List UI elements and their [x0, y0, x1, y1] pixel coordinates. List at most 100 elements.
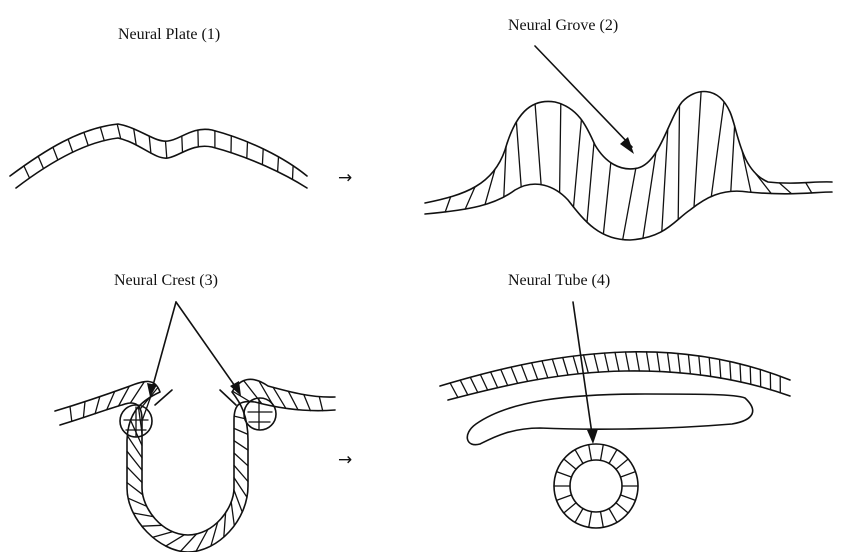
cell-divider	[740, 364, 741, 382]
cell-divider	[601, 512, 604, 528]
cell-divider	[234, 465, 248, 481]
cell-divider	[238, 404, 240, 405]
ectoderm-cells	[450, 352, 780, 398]
cell-divider	[84, 132, 88, 145]
cell-divider	[288, 391, 298, 410]
cell-divider	[678, 106, 679, 220]
cell-divider	[470, 377, 477, 392]
cell-divider	[615, 352, 619, 371]
cell-divider	[278, 157, 279, 172]
cell-divider	[709, 358, 711, 377]
cell-divider	[657, 352, 660, 371]
cell-divider	[117, 124, 121, 139]
neural-tube-pointer-line	[573, 302, 592, 434]
cell-divider	[731, 126, 735, 191]
neural-grove-cells	[445, 92, 812, 240]
cell-divider	[756, 174, 772, 194]
cell-divider	[779, 183, 791, 194]
cell-divider	[95, 397, 100, 414]
cell-divider	[445, 197, 450, 212]
cell-divider	[83, 402, 85, 418]
cell-divider	[127, 483, 143, 495]
cell-divider	[153, 532, 173, 538]
cell-divider	[319, 397, 322, 411]
neural-crest-mark-left	[155, 390, 172, 405]
ectoderm-lower-edge	[448, 371, 790, 400]
neural-crest-pointer-left	[152, 302, 176, 389]
cell-divider	[224, 513, 226, 537]
cell-divider	[511, 367, 517, 383]
cell-divider	[609, 509, 617, 523]
cell-divider	[601, 445, 604, 461]
cell-divider	[678, 354, 680, 373]
label-neural-grove: Neural Grove (2)	[508, 17, 618, 34]
cell-divider	[730, 362, 731, 380]
cell-divider	[587, 143, 594, 222]
cell-divider	[720, 359, 721, 378]
cell-divider	[806, 183, 812, 193]
cell-divider	[166, 141, 167, 158]
cell-divider	[480, 375, 487, 390]
cell-divider	[616, 503, 628, 513]
cell-divider	[620, 472, 635, 478]
cell-divider	[574, 120, 582, 207]
cell-divider	[234, 490, 242, 512]
cell-divider	[662, 129, 668, 231]
cell-divider	[53, 147, 58, 160]
cell-divider	[688, 355, 690, 374]
cell-divider	[38, 156, 43, 168]
cell-divider	[616, 459, 628, 469]
cell-divider	[234, 428, 248, 434]
neural-plate-lower-edge	[16, 138, 307, 188]
cell-divider	[742, 151, 751, 192]
cell-divider	[304, 395, 311, 411]
cell-divider	[636, 352, 639, 371]
cell-divider	[460, 380, 468, 395]
flow-arrow-bottom: →	[338, 450, 352, 470]
neural-plate-cells	[24, 124, 293, 179]
cell-divider	[234, 441, 248, 450]
notochord-outline	[467, 394, 752, 445]
cell-divider	[563, 358, 568, 376]
label-neural-crest: Neural Crest (3)	[114, 272, 218, 289]
neural-crest-cells	[70, 381, 323, 552]
neural-crest-pointer-right	[176, 302, 237, 389]
cell-divider	[142, 525, 162, 526]
cell-divider	[181, 534, 197, 551]
cell-divider	[647, 352, 650, 371]
cell-divider	[182, 136, 183, 152]
cell-divider	[699, 356, 701, 375]
neural-grove-pointer-line	[535, 46, 632, 147]
cell-divider	[694, 92, 701, 207]
cell-divider	[750, 367, 751, 385]
cell-divider	[605, 353, 609, 372]
cell-divider	[594, 354, 599, 372]
cell-divider	[262, 149, 263, 165]
neural-crest-drawing	[55, 302, 335, 552]
neural-tube-pointer-head	[587, 429, 598, 444]
label-neural-plate: Neural Plate (1)	[118, 26, 220, 43]
cell-divider	[450, 383, 458, 397]
cell-divider	[626, 352, 630, 371]
neural-grove-drawing	[425, 46, 832, 240]
cell-divider	[564, 459, 576, 469]
cell-divider	[521, 365, 527, 381]
cell-divider	[501, 370, 508, 386]
flow-arrow-top: →	[338, 168, 352, 188]
cell-divider	[623, 168, 636, 239]
cell-divider	[552, 359, 558, 376]
neural-crest-inner-edge	[60, 402, 335, 535]
cell-divider	[589, 445, 592, 461]
cell-divider	[584, 355, 589, 373]
neural-tube-drawing	[440, 302, 790, 528]
cell-divider	[491, 372, 498, 388]
cell-divider	[293, 166, 294, 180]
cell-divider	[620, 495, 635, 501]
cell-divider	[516, 122, 521, 187]
cell-divider	[575, 450, 583, 464]
cell-divider	[557, 472, 572, 478]
cell-divider	[668, 353, 671, 372]
cell-divider	[535, 104, 541, 185]
cell-divider	[603, 163, 610, 234]
